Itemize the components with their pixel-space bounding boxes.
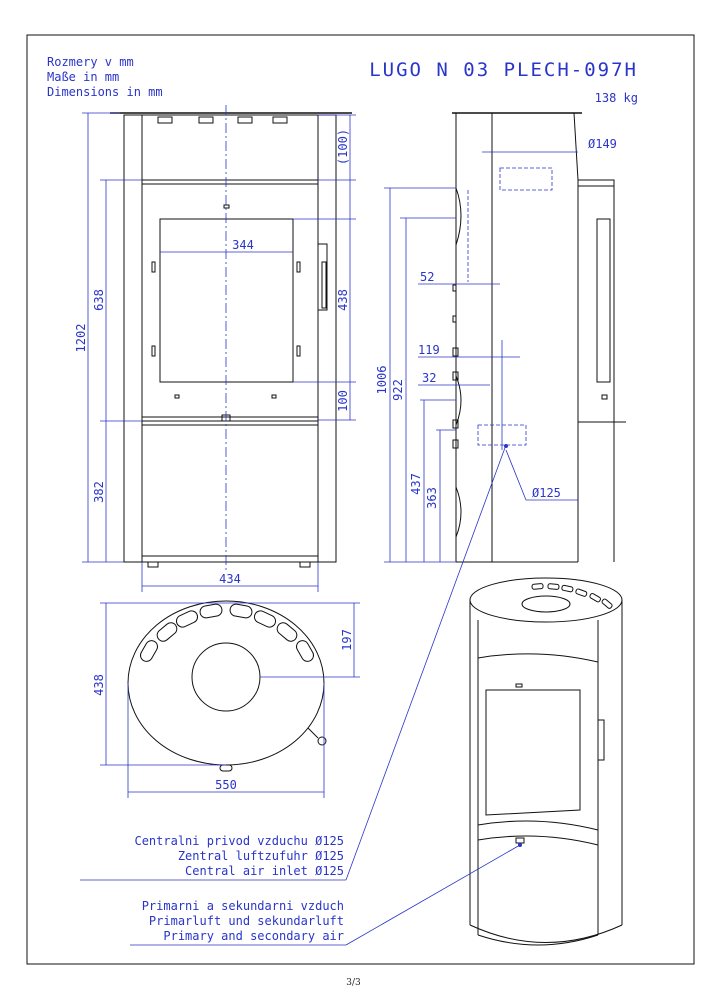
dim-door-height: 638 bbox=[92, 289, 106, 311]
units-line-1: Rozmery v mm bbox=[47, 55, 134, 69]
dim-window-height: 438 bbox=[336, 289, 350, 311]
note-central-inlet-cz: Centralni privod vzduchu Ø125 bbox=[134, 834, 344, 848]
page-number: 3/3 bbox=[346, 978, 361, 988]
top-view bbox=[127, 600, 327, 772]
units-line-2: Maße in mm bbox=[47, 70, 119, 84]
dim-inlet-height-363: 363 bbox=[425, 487, 439, 509]
model-title: LUGO N 03 PLECH-097H bbox=[369, 59, 638, 81]
dim-inlet-diameter: Ø125 bbox=[532, 486, 561, 500]
perspective-view bbox=[469, 577, 623, 946]
dim-overall-height: 1202 bbox=[74, 324, 88, 353]
front-dimension-lines bbox=[82, 112, 356, 592]
side-dimension-lines bbox=[384, 151, 578, 563]
sheet-border bbox=[26, 34, 695, 965]
dim-body-width: 434 bbox=[219, 572, 241, 586]
leader-point-inlet bbox=[504, 444, 508, 448]
front-view bbox=[110, 112, 352, 568]
note-primary-air-de: Primarluft und sekundarluft bbox=[149, 914, 344, 928]
side-hidden-lines bbox=[467, 167, 553, 446]
dim-height-922: 922 bbox=[391, 379, 405, 401]
dim-height-1006: 1006 bbox=[375, 366, 389, 395]
dim-depth-offset: 52 bbox=[420, 270, 434, 284]
dim-top-flue-offset: 197 bbox=[340, 629, 354, 651]
top-dimension-lines bbox=[100, 602, 360, 798]
units-line-3: Dimensions in mm bbox=[47, 85, 163, 99]
note-primary-air-cz: Primarni a sekundarni vzduch bbox=[142, 899, 344, 913]
dim-top-depth: 438 bbox=[92, 674, 106, 696]
dim-offset-119: 119 bbox=[418, 343, 440, 357]
dim-offset-32: 32 bbox=[422, 371, 436, 385]
leader-point-primary-air bbox=[518, 843, 522, 847]
weight-label: 138 kg bbox=[595, 91, 638, 105]
dim-top-section: (100) bbox=[336, 129, 350, 165]
dim-flue-diameter: Ø149 bbox=[588, 137, 617, 151]
dim-base-height: 382 bbox=[92, 481, 106, 503]
leader-lines bbox=[80, 444, 521, 946]
dim-inlet-height-437: 437 bbox=[409, 473, 423, 495]
dim-lower-offset: 100 bbox=[336, 390, 350, 412]
note-central-inlet-de: Zentral luftzufuhr Ø125 bbox=[178, 849, 344, 863]
note-central-inlet-en: Central air inlet Ø125 bbox=[185, 864, 344, 878]
dim-top-width: 550 bbox=[215, 778, 237, 792]
dim-window-width: 344 bbox=[232, 238, 254, 252]
note-primary-air-en: Primary and secondary air bbox=[163, 929, 344, 943]
